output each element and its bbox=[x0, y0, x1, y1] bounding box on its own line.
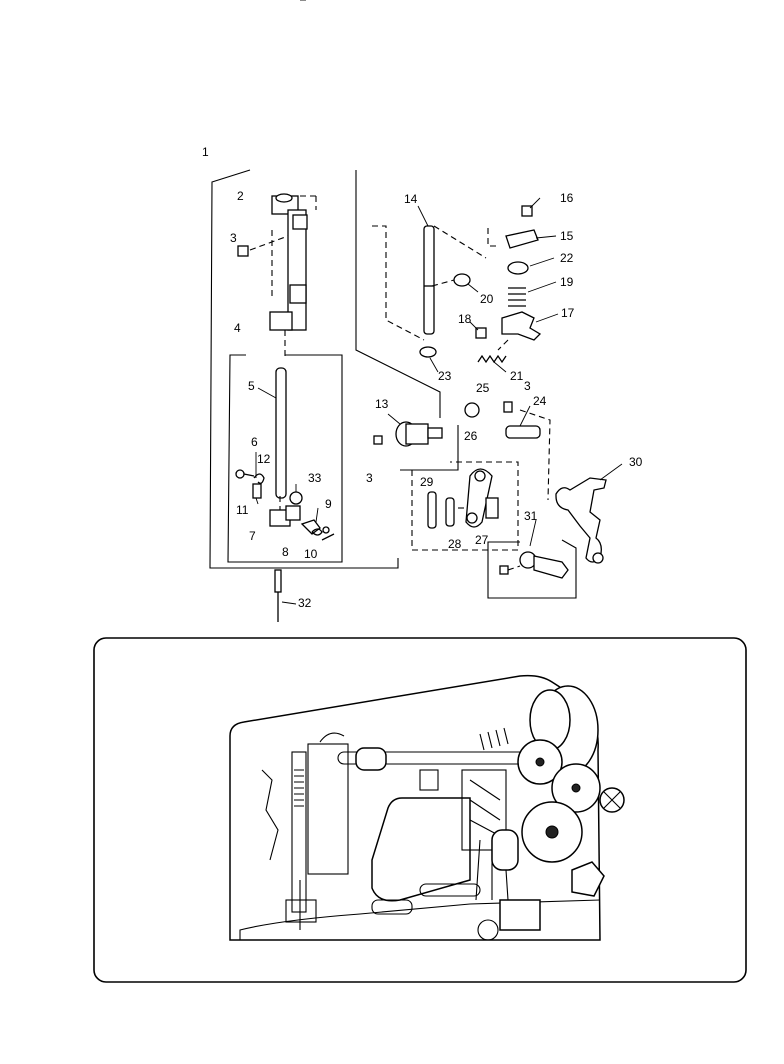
callout-30: 30 bbox=[629, 455, 643, 469]
callout-10: 10 bbox=[304, 547, 318, 561]
ring-20 bbox=[431, 273, 471, 287]
callout-6: 6 bbox=[251, 435, 258, 449]
handwheel-gears bbox=[517, 685, 625, 897]
callout-31: 31 bbox=[524, 509, 538, 523]
callout-20: 20 bbox=[480, 292, 494, 306]
presser-bar bbox=[372, 205, 487, 341]
linkage-mechanism bbox=[419, 769, 519, 901]
callout-labels: 1 2 3 4 5 6 7 8 9 10 11 12 13 14 15 16 1… bbox=[202, 145, 643, 610]
callout-19: 19 bbox=[560, 275, 574, 289]
callout-25: 25 bbox=[476, 381, 490, 395]
faceplate-opening bbox=[371, 797, 471, 902]
screw-3a bbox=[237, 235, 289, 257]
shaft-24 bbox=[464, 401, 541, 439]
callout-33: 33 bbox=[308, 471, 322, 485]
callout-13: 13 bbox=[375, 397, 389, 411]
needle-clamp-parts bbox=[235, 469, 265, 499]
callout-3: 3 bbox=[230, 231, 237, 245]
callout-12: 12 bbox=[257, 452, 271, 466]
callout-32: 32 bbox=[298, 596, 312, 610]
lever-30 bbox=[555, 477, 607, 564]
needle bbox=[274, 569, 297, 622]
callout-29: 29 bbox=[420, 475, 434, 489]
callout-16: 16 bbox=[560, 191, 574, 205]
needle-bar-mechanism bbox=[261, 732, 349, 930]
machine-overview-inset bbox=[93, 637, 747, 983]
guide-30 bbox=[519, 409, 551, 501]
callout-15: 15 bbox=[560, 229, 574, 243]
group-frame-13 bbox=[400, 425, 459, 471]
needle-bar-support bbox=[269, 193, 317, 358]
callout-4: 4 bbox=[234, 321, 241, 335]
callout-9: 9 bbox=[325, 497, 332, 511]
callout-3c: 3 bbox=[524, 379, 531, 393]
needle-clamp bbox=[269, 491, 335, 541]
group-frame-1 bbox=[209, 169, 399, 569]
callout-18: 18 bbox=[458, 312, 472, 326]
machine-bed bbox=[239, 883, 601, 941]
callout-3b: 3 bbox=[366, 471, 373, 485]
callout-14: 14 bbox=[404, 192, 418, 206]
arm-31 bbox=[499, 551, 569, 579]
callout-leaders bbox=[255, 197, 623, 547]
group-frame-4 bbox=[227, 354, 343, 563]
callout-28: 28 bbox=[448, 537, 462, 551]
group-frame-center bbox=[355, 170, 441, 418]
exploded-view: 1 2 3 4 5 6 7 8 9 10 11 12 13 14 15 16 1… bbox=[202, 145, 643, 622]
bushing-13 bbox=[373, 413, 443, 447]
group-frame-31 bbox=[487, 539, 577, 599]
callout-23: 23 bbox=[438, 369, 452, 383]
callout-7: 7 bbox=[249, 529, 256, 543]
callout-8: 8 bbox=[282, 545, 289, 559]
callout-17: 17 bbox=[561, 306, 575, 320]
link-assembly bbox=[427, 468, 499, 529]
callout-5: 5 bbox=[248, 379, 255, 393]
callout-26: 26 bbox=[464, 429, 478, 443]
presser-guide-parts bbox=[475, 205, 542, 364]
callout-21: 21 bbox=[510, 369, 524, 383]
callout-24: 24 bbox=[533, 394, 547, 408]
callout-11: 11 bbox=[236, 503, 249, 517]
callout-27: 27 bbox=[475, 533, 489, 547]
callout-22: 22 bbox=[560, 251, 574, 265]
callout-1: 1 bbox=[202, 145, 209, 159]
washer-23 bbox=[419, 346, 437, 358]
callout-2: 2 bbox=[237, 189, 244, 203]
needle-bar bbox=[257, 367, 287, 499]
group-frame-26 bbox=[411, 461, 519, 551]
